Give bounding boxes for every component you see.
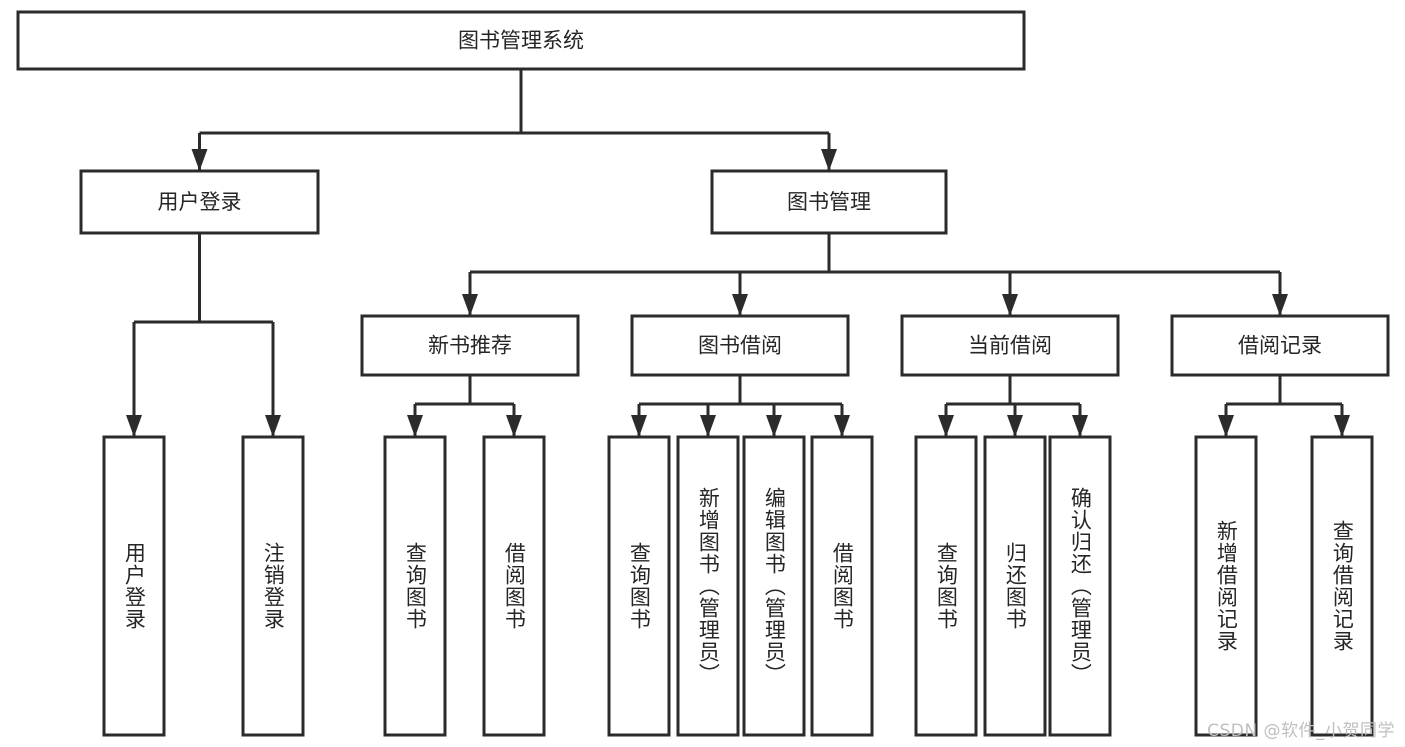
arrow-head-icon [1272,294,1288,316]
node-label-user-login: 用户登录 [158,190,242,214]
node-box-borrow-borrow-book[interactable] [810,435,874,737]
arrow-head-icon [766,415,782,437]
arrow-head-icon [700,415,716,437]
node-box-record-add[interactable] [1194,435,1258,737]
node-box-recommend-query-book[interactable] [383,435,447,737]
node-box-borrow-edit-book[interactable] [742,435,806,737]
node-label-borrow-records: 借阅记录 [1238,334,1322,358]
node-box-book-management[interactable] [710,169,948,235]
arrow-head-icon [732,294,748,316]
node-label-current-borrow: 当前借阅 [968,334,1052,358]
node-box-borrow-add-book[interactable] [676,435,740,737]
node-box-user-login-leaf[interactable] [102,435,166,737]
node-box-record-query[interactable] [1310,435,1374,737]
node-label-root: 图书管理系统 [458,29,584,53]
arrow-head-icon [1002,294,1018,316]
node-label-new-book-recommend: 新书推荐 [428,334,512,358]
node-box-current-borrow[interactable] [900,314,1120,377]
node-label-book-management: 图书管理 [787,190,871,214]
connector-layer [126,69,1350,437]
node-box-new-book-recommend[interactable] [360,314,580,377]
node-box-user-login[interactable] [79,169,320,235]
arrow-head-icon [1334,415,1350,437]
node-box-recommend-borrow-book[interactable] [482,435,546,737]
node-box-borrow-query-book[interactable] [607,435,671,737]
arrow-head-icon [1007,415,1023,437]
watermark: CSDN @软件_小贺同学 [1207,721,1395,741]
node-box-borrow-records[interactable] [1170,314,1390,377]
node-box-user-logout-leaf[interactable] [241,435,305,737]
arrow-head-icon [1072,415,1088,437]
arrow-head-icon [462,294,478,316]
arrow-head-icon [631,415,647,437]
node-box-current-return-book[interactable] [983,435,1047,737]
arrow-head-icon [265,415,281,437]
arrow-head-icon [191,149,208,171]
arrow-head-icon [821,149,837,171]
arrow-head-icon [506,415,522,437]
arrow-head-icon [126,415,142,437]
node-box-current-confirm-return[interactable] [1048,435,1112,737]
arrow-head-icon [407,415,423,437]
node-box-root[interactable] [16,10,1026,71]
node-box-current-query-book[interactable] [914,435,978,737]
arrow-head-icon [938,415,954,437]
arrow-head-icon [834,415,850,437]
arrow-head-icon [1218,415,1234,437]
node-label-book-borrow: 图书借阅 [698,334,782,358]
node-box-book-borrow[interactable] [630,314,850,377]
